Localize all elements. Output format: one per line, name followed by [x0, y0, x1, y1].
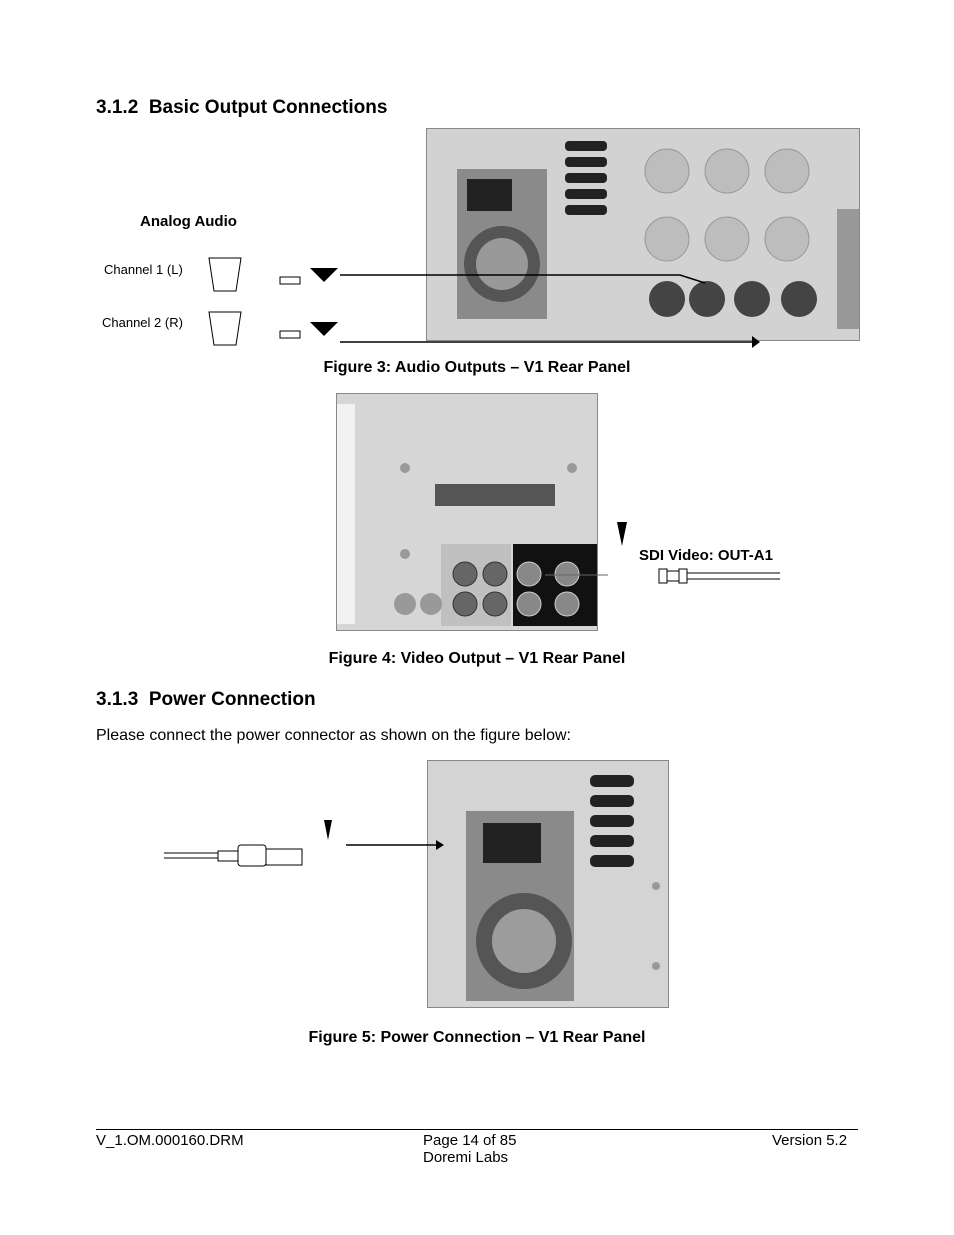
power-panel-illustration — [428, 761, 668, 1007]
figure-3-rear-panel-image — [426, 128, 860, 341]
footer-company: Doremi Labs — [423, 1149, 509, 1166]
figure-5-caption: Figure 5: Power Connection – V1 Rear Pan… — [308, 1029, 646, 1046]
power-marker-icon — [324, 820, 332, 840]
arrowhead-icon — [752, 336, 760, 348]
channel-1-label: Channel 1 (L) — [104, 262, 183, 277]
arrow-triangle-2-icon — [310, 322, 338, 336]
video-panel-illustration — [337, 394, 597, 630]
section-number: 3.1.3 — [96, 689, 139, 710]
connector-1-icon — [279, 276, 301, 285]
figure-4-rear-panel-image — [336, 393, 598, 631]
section-heading-313: 3.1.3 Power Connection — [96, 689, 316, 711]
video-connection-diagram — [545, 522, 780, 584]
channel-1-line — [340, 274, 706, 284]
sdi-marker-icon — [617, 522, 627, 546]
figure-5-rear-panel-image — [427, 760, 669, 1008]
section-title: Basic Output Connections — [148, 97, 388, 118]
arrow-triangle-1-icon — [310, 268, 338, 282]
section-title: Power Connection — [148, 689, 316, 710]
power-plug-icon — [265, 848, 303, 866]
audio-connection-diagram — [208, 257, 760, 348]
power-cord-icon — [217, 850, 239, 862]
footer-doc-id: V_1.OM.000160.DRM — [96, 1132, 244, 1149]
footer-rule — [96, 1129, 858, 1130]
section-number: 3.1.2 — [96, 97, 139, 118]
analog-audio-label: Analog Audio — [140, 213, 237, 230]
figure-3-caption: Figure 3: Audio Outputs – V1 Rear Panel — [323, 359, 631, 376]
rear-panel-illustration — [427, 129, 859, 340]
figure-4-caption: Figure 4: Video Output – V1 Rear Panel — [328, 650, 626, 667]
footer-page-number: Page 14 of 85 — [423, 1132, 517, 1149]
section-heading-312: 3.1.2 Basic Output Connections — [96, 97, 387, 119]
xlr-plug-2-icon — [208, 311, 242, 346]
footer-version: Version 5.2 — [772, 1132, 848, 1149]
power-instructions: Please connect the power connector as sh… — [96, 727, 571, 744]
power-arrowhead-icon — [436, 840, 444, 850]
channel-2-label: Channel 2 (R) — [102, 315, 183, 330]
xlr-plug-1-icon — [208, 257, 242, 292]
sdi-video-label: SDI Video: OUT-A1 — [639, 547, 773, 564]
connector-2-icon — [279, 330, 301, 339]
power-connection-diagram — [164, 820, 444, 867]
